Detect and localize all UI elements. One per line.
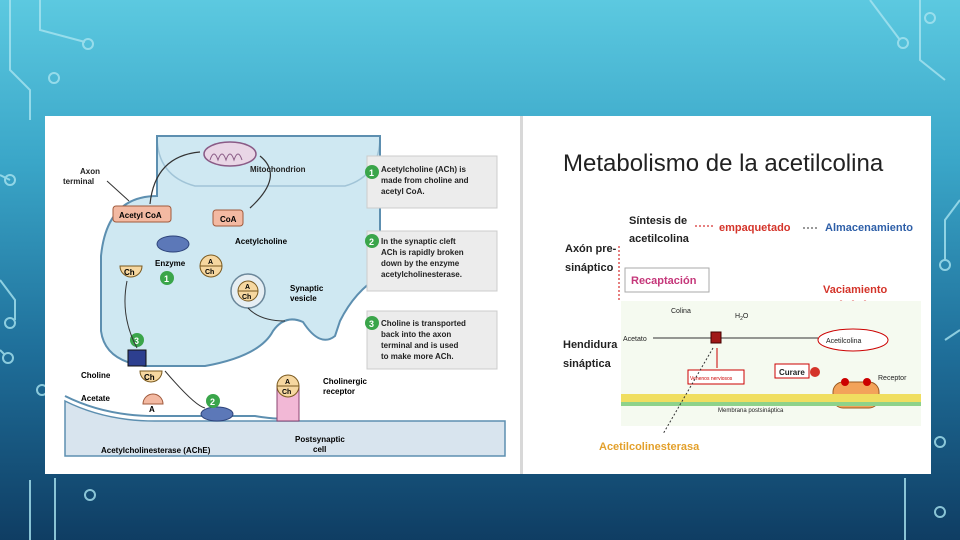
ch-label-1: Ch	[124, 268, 135, 277]
ch-label-3: Ch	[242, 294, 251, 301]
enzyme-shape	[157, 236, 189, 252]
acetylcholine-label: Acetylcholine	[235, 237, 288, 246]
mitochondrion-label: Mitochondrion	[250, 165, 306, 174]
ch-label-2: Ch	[205, 269, 214, 276]
colina-label: Colina	[671, 308, 691, 315]
axon-terminal-shape	[101, 136, 380, 366]
receptor-label: Receptor	[878, 375, 907, 382]
recaptacion-label: Recaptación	[631, 275, 697, 287]
svg-text:1: 1	[369, 168, 374, 178]
axon-pre-label: Axón pre-sináptico	[565, 243, 617, 274]
step-2-marker-diagram: 2	[210, 397, 215, 407]
a-label-3: A	[149, 405, 155, 414]
membrana-label: Membrana postsináptica	[718, 408, 784, 414]
vaciamiento-label: Vaciamiento	[823, 284, 887, 296]
almacenamiento-label: Almacenamiento	[825, 222, 913, 234]
metabolism-diagram-panel: Metabolismo de la acetilcolina Síntesis …	[523, 116, 931, 474]
acetilcolinesterasa-label: Acetilcolinesterasa	[599, 441, 700, 453]
acetato-label: Acetato	[623, 336, 647, 343]
svg-text:2: 2	[369, 237, 374, 247]
metabolism-title: Metabolismo de la acetilcolina	[563, 150, 884, 177]
empaquetado-label: empaquetado	[719, 222, 791, 234]
ch-label-4: Ch	[144, 373, 155, 382]
a-label-4: A	[285, 379, 290, 386]
membrane-band	[621, 394, 921, 402]
step-1-marker: 1	[164, 274, 169, 284]
svg-text:3: 3	[369, 319, 374, 329]
acetyl-coa-label: Acetyl CoA	[119, 211, 162, 220]
coa-label: CoA	[220, 215, 237, 224]
metabolism-diagram: Metabolismo de la acetilcolina Síntesis …	[523, 116, 931, 474]
choline-label: Choline	[81, 371, 111, 380]
acetate-label: Acetate	[81, 394, 110, 403]
curare-label: Curare	[779, 368, 805, 377]
ache-enzyme	[201, 407, 233, 421]
a-label-1: A	[208, 259, 213, 266]
acetilcolina-label: Acetilcolina	[826, 338, 862, 345]
ache-label: Acetylcholinesterase (AChE)	[101, 446, 211, 455]
enzyme-label: Enzyme	[155, 259, 186, 268]
choline-transporter	[128, 350, 146, 366]
ch-label-5: Ch	[282, 389, 291, 396]
a-label-2: A	[245, 284, 250, 291]
enzyme-marker	[711, 332, 721, 343]
